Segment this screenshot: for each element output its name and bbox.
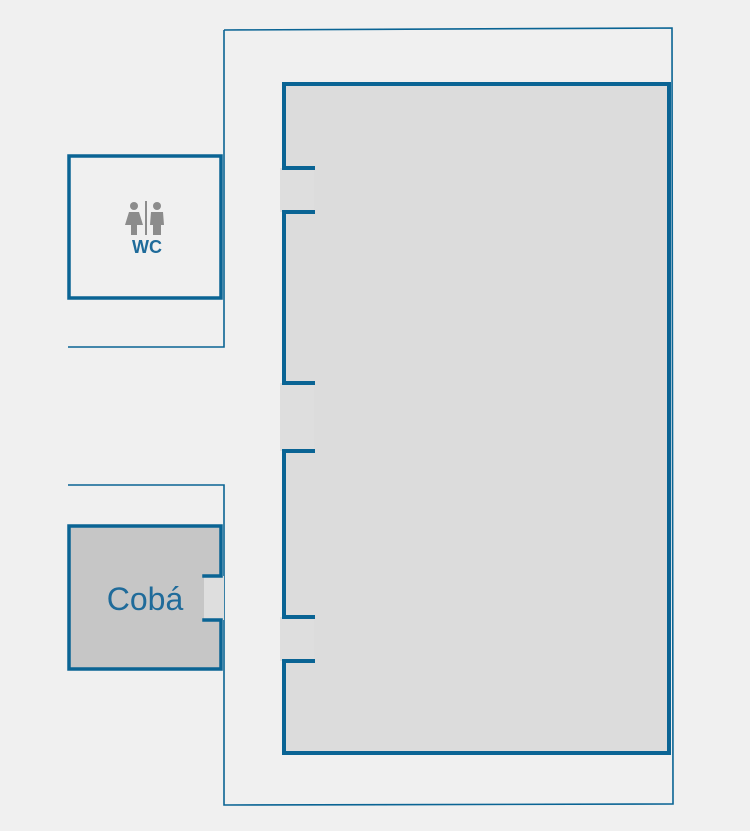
restroom-icon (125, 201, 164, 235)
coba-room-label: Cobá (107, 581, 184, 617)
main-hall-door-1[interactable] (280, 168, 314, 212)
main-hall[interactable] (280, 82, 671, 755)
wc-room-label: WC (132, 237, 162, 257)
coba-room-door[interactable] (204, 576, 224, 620)
main-hall-door-2[interactable] (280, 383, 314, 451)
wc-room[interactable]: WC (67, 154, 223, 300)
corridor-outline (68, 27, 674, 806)
main-hall-door-3[interactable] (280, 617, 314, 661)
coba-room[interactable]: Cobá (67, 524, 224, 671)
